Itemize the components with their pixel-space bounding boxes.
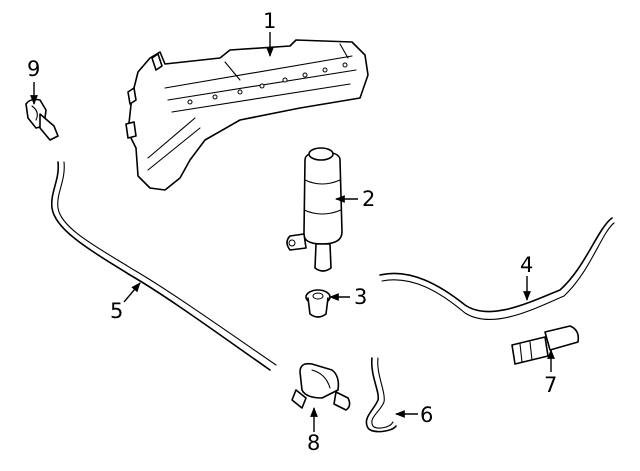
callout-4: 4 (520, 253, 533, 277)
connector-part-7 (511, 325, 580, 365)
fitting-part-9 (25, 98, 59, 141)
callout-8: 8 (307, 431, 320, 455)
callout-5: 5 (110, 299, 123, 323)
valve-part-8 (291, 362, 351, 411)
callout-labels: 1 2 3 4 5 6 7 8 9 (27, 9, 557, 455)
callout-7: 7 (544, 373, 557, 397)
leader-lines (30, 32, 555, 432)
callout-6: 6 (420, 403, 433, 427)
reservoir-part-1 (125, 39, 369, 191)
hose-part-4 (379, 217, 615, 321)
hose-part-6 (365, 357, 397, 433)
callout-9: 9 (27, 57, 40, 81)
callout-3: 3 (354, 285, 367, 309)
callout-2: 2 (362, 187, 375, 211)
callout-1: 1 (263, 9, 276, 33)
grommet-part-3 (305, 289, 331, 318)
hose-part-5 (50, 161, 277, 371)
pump-part-2 (286, 147, 343, 272)
leader-5 (123, 282, 141, 303)
